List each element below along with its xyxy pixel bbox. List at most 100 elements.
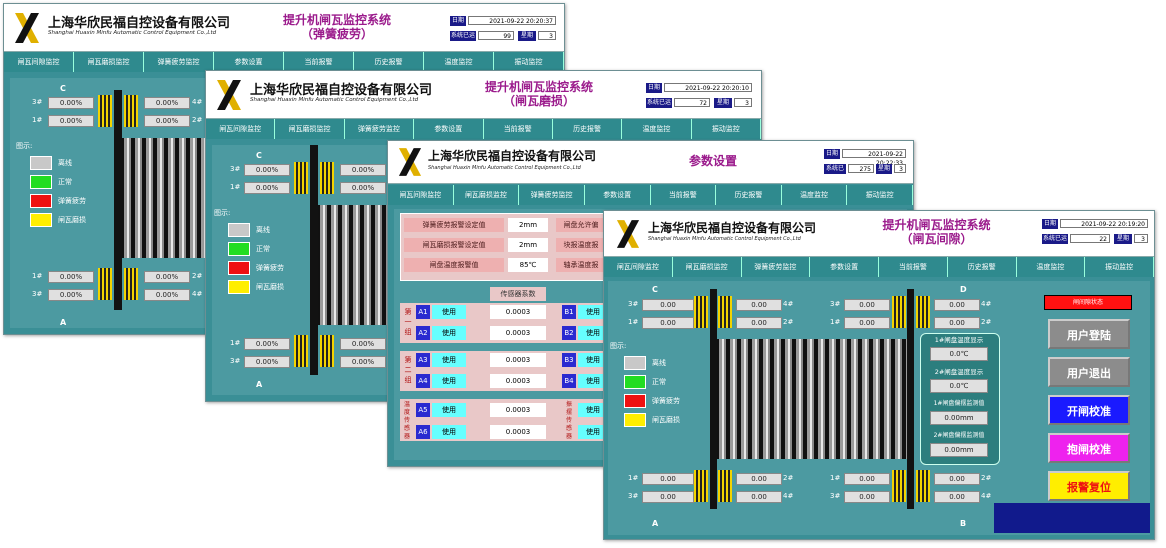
brake-shaft — [114, 90, 122, 310]
value-box: 0.00% — [144, 289, 190, 301]
row-label: 3# — [628, 492, 639, 500]
tab-spring-monitor[interactable]: 弹簧疲劳监控 — [345, 119, 415, 139]
swing-label: 1#闸盘偏摆监测值 — [933, 400, 985, 407]
alarm-status-indicator: 闸间隙状态 — [1044, 295, 1132, 310]
sensor-coef-input[interactable]: 0.0003 — [490, 305, 546, 319]
swing-value: 0.00mm — [930, 443, 988, 457]
tab-temp-monitor[interactable]: 温度监控 — [1017, 257, 1086, 277]
sensor-id: A5 — [416, 403, 430, 417]
sensor-use-button[interactable]: 使用 — [432, 305, 466, 319]
sensor-id: A3 — [416, 353, 430, 367]
gap-value: 0.00 — [736, 299, 782, 311]
tab-params[interactable]: 参数设置 — [810, 257, 879, 277]
row-label: 3# — [830, 300, 841, 308]
tab-params[interactable]: 参数设置 — [585, 185, 651, 205]
tab-current-alarm[interactable]: 当前报警 — [284, 52, 354, 72]
tab-spring-monitor[interactable]: 弹簧疲劳监控 — [742, 257, 811, 277]
tab-gap-monitor[interactable]: 闸瓦间隙监控 — [388, 185, 454, 205]
tab-current-alarm[interactable]: 当前报警 — [651, 185, 717, 205]
swing-label: 2#闸盘偏摆监测值 — [933, 432, 985, 439]
param-value-input[interactable]: 2mm — [508, 238, 548, 252]
sensor-use-button[interactable]: 使用 — [432, 403, 466, 417]
param-label: 闸盘温度报警值 — [404, 258, 504, 272]
tab-temp-monitor[interactable]: 温度监控 — [782, 185, 848, 205]
sensor-use-button[interactable]: 使用 — [578, 326, 608, 340]
param-value-input[interactable]: 2mm — [508, 218, 548, 232]
brake-shaft-left — [710, 289, 717, 509]
alarm-reset-button[interactable]: 报警复位 — [1048, 471, 1130, 501]
row-label: 1# — [830, 318, 841, 326]
header: 上海华欣民福自控设备有限公司 Shanghai Huaxin Minfu Aut… — [4, 4, 564, 52]
tab-spring-monitor[interactable]: 弹簧疲劳监控 — [519, 185, 585, 205]
value-box: 0.00% — [244, 164, 290, 176]
sensor-use-button[interactable]: 使用 — [432, 353, 466, 367]
company-name-en: Shanghai Huaxin Minfu Automatic Control … — [250, 97, 419, 103]
spring-indicator — [916, 296, 930, 328]
gap-value: 0.00 — [844, 473, 890, 485]
user-logout-button[interactable]: 用户退出 — [1048, 357, 1130, 387]
tab-spring-monitor[interactable]: 弹簧疲劳监控 — [144, 52, 214, 72]
spring-indicator — [694, 296, 708, 328]
gap-value: 0.00 — [934, 317, 980, 329]
hoist-drum — [318, 205, 398, 325]
row-label: 1# — [628, 318, 639, 326]
sensor-coef-input[interactable]: 0.0003 — [490, 353, 546, 367]
sensor-use-button[interactable]: 使用 — [432, 425, 466, 439]
param-value-input[interactable]: 85℃ — [508, 258, 548, 272]
temp-value: 0.0℃ — [930, 347, 988, 361]
open-brake-calibrate-button[interactable]: 开闸校准 — [1048, 395, 1130, 425]
tab-vibration-monitor[interactable]: 振动监控 — [1085, 257, 1154, 277]
tab-vibration-monitor[interactable]: 振动监控 — [847, 185, 913, 205]
sensor-use-button[interactable]: 使用 — [578, 374, 608, 388]
company-name-en: Shanghai Huaxin Minfu Automatic Control … — [648, 236, 801, 242]
row-label: 3# — [628, 300, 639, 308]
tab-wear-monitor[interactable]: 闸瓦磨损监控 — [74, 52, 144, 72]
channel-a-label: A — [256, 380, 263, 389]
sensor-use-button[interactable]: 使用 — [578, 353, 608, 367]
company-name: 上海华欣民福自控设备有限公司 — [428, 149, 597, 163]
row-label: 1# — [830, 474, 841, 482]
legend-wear: 闸瓦磨损 — [30, 213, 86, 227]
sensor-coef-input[interactable]: 0.0003 — [490, 425, 546, 439]
spring-indicator — [694, 470, 708, 502]
tab-params[interactable]: 参数设置 — [214, 52, 284, 72]
value-box: 0.00% — [244, 338, 290, 350]
sensor-id: A4 — [416, 374, 430, 388]
row-label: 2# — [981, 318, 992, 326]
sensor-use-button[interactable]: 使用 — [578, 425, 608, 439]
tab-history-alarm[interactable]: 历史报警 — [354, 52, 424, 72]
tab-params[interactable]: 参数设置 — [414, 119, 484, 139]
sensor-use-button[interactable]: 使用 — [432, 326, 466, 340]
tab-temp-monitor[interactable]: 温度监控 — [622, 119, 692, 139]
tab-gap-monitor[interactable]: 闸瓦间隙监控 — [4, 52, 74, 72]
sensor-use-button[interactable]: 使用 — [578, 305, 608, 319]
tab-wear-monitor[interactable]: 闸瓦磨损监控 — [454, 185, 520, 205]
value-row: 1# — [32, 272, 43, 280]
sensor-coef-input[interactable]: 0.0003 — [490, 403, 546, 417]
tab-gap-monitor[interactable]: 闸瓦间隙监控 — [604, 257, 673, 277]
tab-temp-monitor[interactable]: 温度监控 — [424, 52, 494, 72]
tab-history-alarm[interactable]: 历史报警 — [553, 119, 623, 139]
tab-vibration-monitor[interactable]: 振动监控 — [692, 119, 761, 139]
brake-shaft-right — [907, 289, 914, 509]
sensor-coef-input[interactable]: 0.0003 — [490, 326, 546, 340]
sensor-use-button[interactable]: 使用 — [578, 403, 608, 417]
sensor-header: 传感器系数 — [490, 287, 546, 301]
tab-gap-monitor[interactable]: 闸瓦间隙监控 — [206, 119, 276, 139]
nav-bar: 闸瓦间隙监控 闸瓦磨损监控 弹簧疲劳监控 参数设置 当前报警 历史报警 温度监控… — [206, 119, 761, 139]
tab-current-alarm[interactable]: 当前报警 — [879, 257, 948, 277]
sensor-coef-input[interactable]: 0.0003 — [490, 374, 546, 388]
tab-vibration-monitor[interactable]: 振动监控 — [494, 52, 564, 72]
close-brake-calibrate-button[interactable]: 抱闸校准 — [1048, 433, 1130, 463]
sensor-id: B1 — [562, 305, 576, 319]
tab-wear-monitor[interactable]: 闸瓦磨损监控 — [673, 257, 742, 277]
tab-history-alarm[interactable]: 历史报警 — [716, 185, 782, 205]
spring-indicator — [98, 268, 112, 300]
sensor-use-button[interactable]: 使用 — [432, 374, 466, 388]
tab-history-alarm[interactable]: 历史报警 — [948, 257, 1017, 277]
temp-label: 1#闸盘温度显示 — [934, 336, 984, 344]
tab-wear-monitor[interactable]: 闸瓦磨损监控 — [275, 119, 345, 139]
value-box: 0.00% — [48, 97, 94, 109]
tab-current-alarm[interactable]: 当前报警 — [484, 119, 553, 139]
user-login-button[interactable]: 用户登陆 — [1048, 319, 1130, 349]
